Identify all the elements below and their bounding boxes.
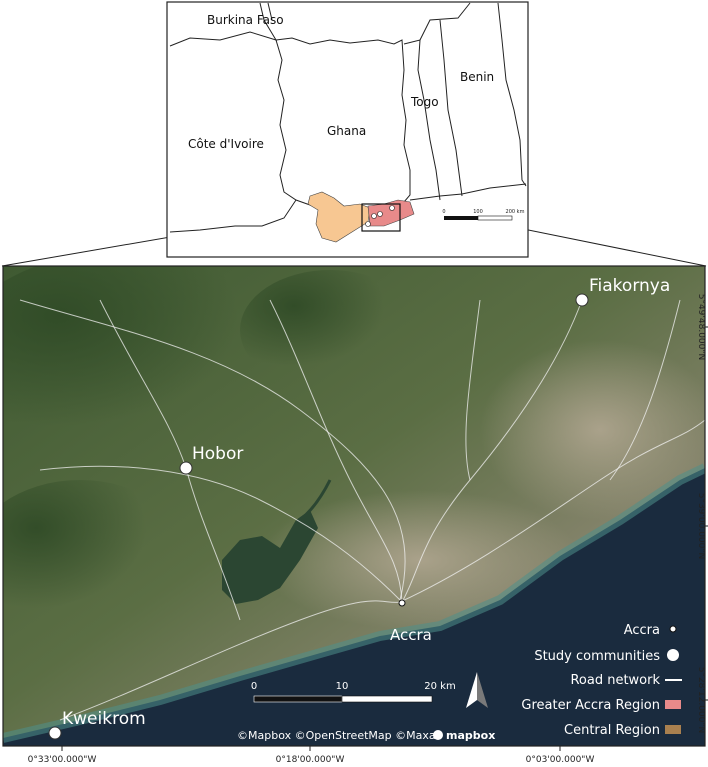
coast-east bbox=[409, 183, 527, 201]
legend-label-greater-accra: Greater Accra Region bbox=[521, 698, 660, 713]
community-marker-kweikrom[interactable] bbox=[48, 726, 62, 740]
inset-community-dot bbox=[389, 205, 395, 211]
legend-symbol-central-region bbox=[665, 725, 681, 734]
map-scale-bar-black bbox=[253, 695, 343, 703]
map-attribution: ©Mapbox ©OpenStreetMap ©Maxar bbox=[237, 729, 441, 742]
forest-patch bbox=[240, 270, 420, 390]
place-label-kweikrom: Kweikrom bbox=[62, 709, 146, 729]
inset-community-dot bbox=[365, 221, 371, 227]
place-label-accra: Accra bbox=[390, 626, 432, 644]
coord-right-3: 5°28'12.000"N bbox=[696, 666, 706, 734]
inset-scale-bar-black bbox=[444, 216, 478, 220]
legend-symbol-accra bbox=[669, 625, 677, 633]
inset-community-dot bbox=[371, 213, 377, 219]
ivory-coast-border bbox=[169, 2, 297, 233]
sea bbox=[3, 468, 705, 746]
legend-symbol-greater-accra bbox=[665, 700, 681, 709]
legend-label-study-communities: Study communities bbox=[534, 649, 660, 664]
country-label-benin: Benin bbox=[460, 70, 494, 84]
map-scale-label-10: 10 bbox=[336, 681, 349, 692]
urban-patch bbox=[480, 340, 705, 520]
burkina-border bbox=[169, 2, 278, 47]
legend-label-central-region: Central Region bbox=[564, 723, 660, 738]
legend-label-accra: Accra bbox=[624, 623, 660, 638]
accra-marker[interactable] bbox=[398, 599, 406, 607]
map-scale-label-20: 20 km bbox=[424, 681, 455, 692]
coord-bottom-3: 0°03'00.000"W bbox=[526, 755, 595, 765]
coord-bottom-2: 0°18'00.000"W bbox=[276, 755, 345, 765]
country-label-cote-divoire: Côte d'Ivoire bbox=[188, 137, 264, 151]
coord-right-1: 5°49'48.000"N bbox=[696, 293, 706, 361]
map-legend: Accra Study communities Road network Gre… bbox=[521, 623, 682, 738]
community-marker-hobor[interactable] bbox=[179, 461, 193, 475]
central-region-inset bbox=[307, 191, 371, 243]
main-map-frame bbox=[2, 265, 706, 747]
mapbox-logo-text: mapbox bbox=[446, 729, 495, 742]
inset-scale-label-200: 200 km bbox=[506, 209, 525, 215]
country-label-togo: Togo bbox=[410, 95, 439, 109]
coord-right-2: 5°39'00.000"N bbox=[696, 492, 706, 560]
inset-scale-bar-white bbox=[477, 215, 513, 221]
place-label-hobor: Hobor bbox=[192, 444, 243, 464]
inset-community-dot bbox=[377, 211, 383, 217]
north-arrow-icon bbox=[466, 672, 488, 708]
legend-symbol-study-communities bbox=[667, 649, 679, 661]
reservoir bbox=[222, 510, 318, 604]
legend-label-road-network: Road network bbox=[570, 673, 660, 688]
inset-scale-label-100: 100 bbox=[473, 209, 483, 215]
map-scale-label-0: 0 bbox=[251, 681, 257, 692]
inset-focus-box bbox=[361, 203, 401, 232]
forest-patch bbox=[3, 480, 190, 640]
community-marker-fiakornya[interactable] bbox=[575, 293, 589, 307]
place-label-fiakornya: Fiakornya bbox=[589, 276, 670, 296]
country-label-burkina-faso: Burkina Faso bbox=[207, 13, 284, 27]
benin-border bbox=[419, 2, 471, 197]
country-label-ghana: Ghana bbox=[327, 124, 366, 138]
road-network bbox=[19, 299, 705, 721]
coord-bottom-1: 0°33'00.000"W bbox=[28, 755, 97, 765]
map-scale-bar-white bbox=[341, 695, 433, 703]
shoreline-surf bbox=[3, 463, 705, 743]
mapbox-logo-icon bbox=[433, 730, 443, 740]
river bbox=[299, 479, 332, 522]
benin-east-border bbox=[497, 2, 527, 187]
inset-scale-label-0: 0 bbox=[442, 209, 445, 215]
greater-accra-inset bbox=[367, 199, 415, 227]
